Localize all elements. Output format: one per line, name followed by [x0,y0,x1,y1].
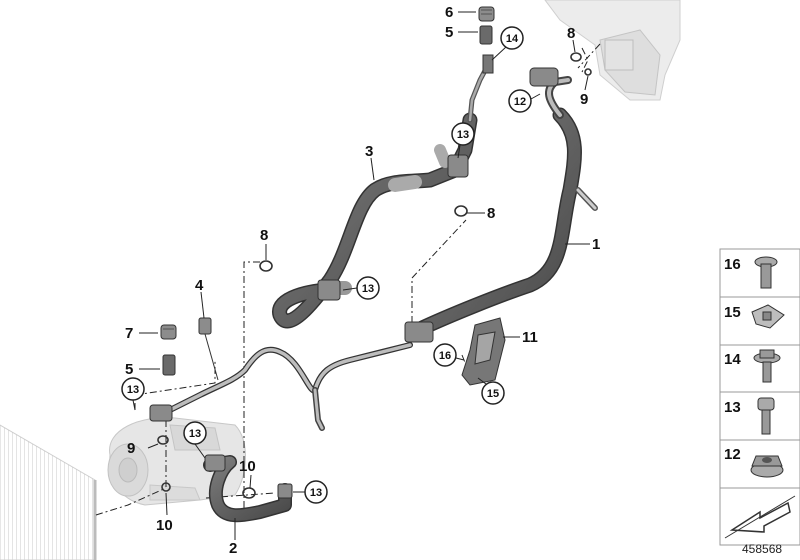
callout-5-top: 5 [445,24,453,41]
refrigerant-hose-3 [272,62,491,329]
condenser [0,424,97,560]
callout-7: 7 [125,325,133,342]
bracket-11 [461,317,506,386]
callout-8-left: 8 [260,227,268,244]
compressor-fittings [149,404,293,499]
circled-callout-13-hose3: 13 [451,122,475,159]
service-valve-5-bottom [162,354,176,376]
callout-6: 6 [445,4,453,21]
callout-10-right: 10 [239,458,256,475]
callout-4: 4 [195,277,204,294]
callout-3: 3 [365,143,373,160]
hose-1-fittings [404,67,559,343]
service-valve-5-top [479,25,493,45]
circled-callout-13-compressor-left: 13 [121,377,145,411]
hose-3-fittings [317,54,494,301]
valve-cap-6 [478,6,495,22]
callout-1: 1 [592,236,600,253]
diagram-reference-number: 458568 [742,542,782,556]
callout-texts: 1 2 3 4 5 5 6 7 8 8 8 9 9 10 10 11 [125,4,600,557]
callout-11: 11 [522,329,538,346]
hex-flange-nut-icon [750,455,784,478]
callout-10-left: 10 [156,517,173,534]
callout-9-top: 9 [580,91,588,108]
legend-number-14: 14 [724,351,741,368]
torx-screw-icon [754,256,778,289]
hex-flange-bolt-icon [753,349,781,383]
o-rings [157,52,592,499]
svg-text:13: 13 [189,428,201,440]
callout-2: 2 [229,540,237,557]
refrigerant-hose-1 [410,76,598,338]
pressure-sensor-4 [198,317,219,381]
evaporator-housing [544,0,681,101]
direction-arrow-icon [724,495,796,539]
svg-text:12: 12 [514,96,526,108]
fastener-legend: 16 15 14 13 12 [719,248,800,546]
circled-callout-13-hose2: 13 [293,480,328,504]
legend-number-15: 15 [724,304,741,321]
clip-nut-icon [751,304,785,329]
circled-callout-13-compressor-mid: 13 [183,421,207,459]
legend-number-16: 16 [724,256,741,273]
circled-callouts: 12 13 13 13 13 13 14 [121,26,541,504]
socket-head-bolt-icon [757,397,775,435]
callout-labels [139,11,590,540]
circled-callout-15: 15 [477,377,505,405]
svg-text:15: 15 [487,388,499,400]
circled-callout-13-hose3-lower: 13 [342,276,380,300]
legend-number-13: 13 [724,399,741,416]
svg-text:13: 13 [310,487,322,499]
circled-callout-12: 12 [508,89,541,113]
legend-number-12: 12 [724,446,741,463]
callout-8-middle: 8 [487,205,495,222]
callout-8-top: 8 [567,25,575,42]
svg-text:13: 13 [362,283,374,295]
svg-text:16: 16 [439,350,451,362]
circled-callout-16: 16 [433,343,465,367]
callout-9-bottom: 9 [127,440,135,457]
refrigerant-pipe-2 [167,342,413,431]
svg-text:13: 13 [457,129,469,141]
svg-text:13: 13 [127,384,139,396]
callout-5-bottom: 5 [125,361,133,378]
svg-text:14: 14 [506,33,519,45]
valve-cap-7 [160,324,177,340]
circled-callout-14: 14 [491,26,524,61]
